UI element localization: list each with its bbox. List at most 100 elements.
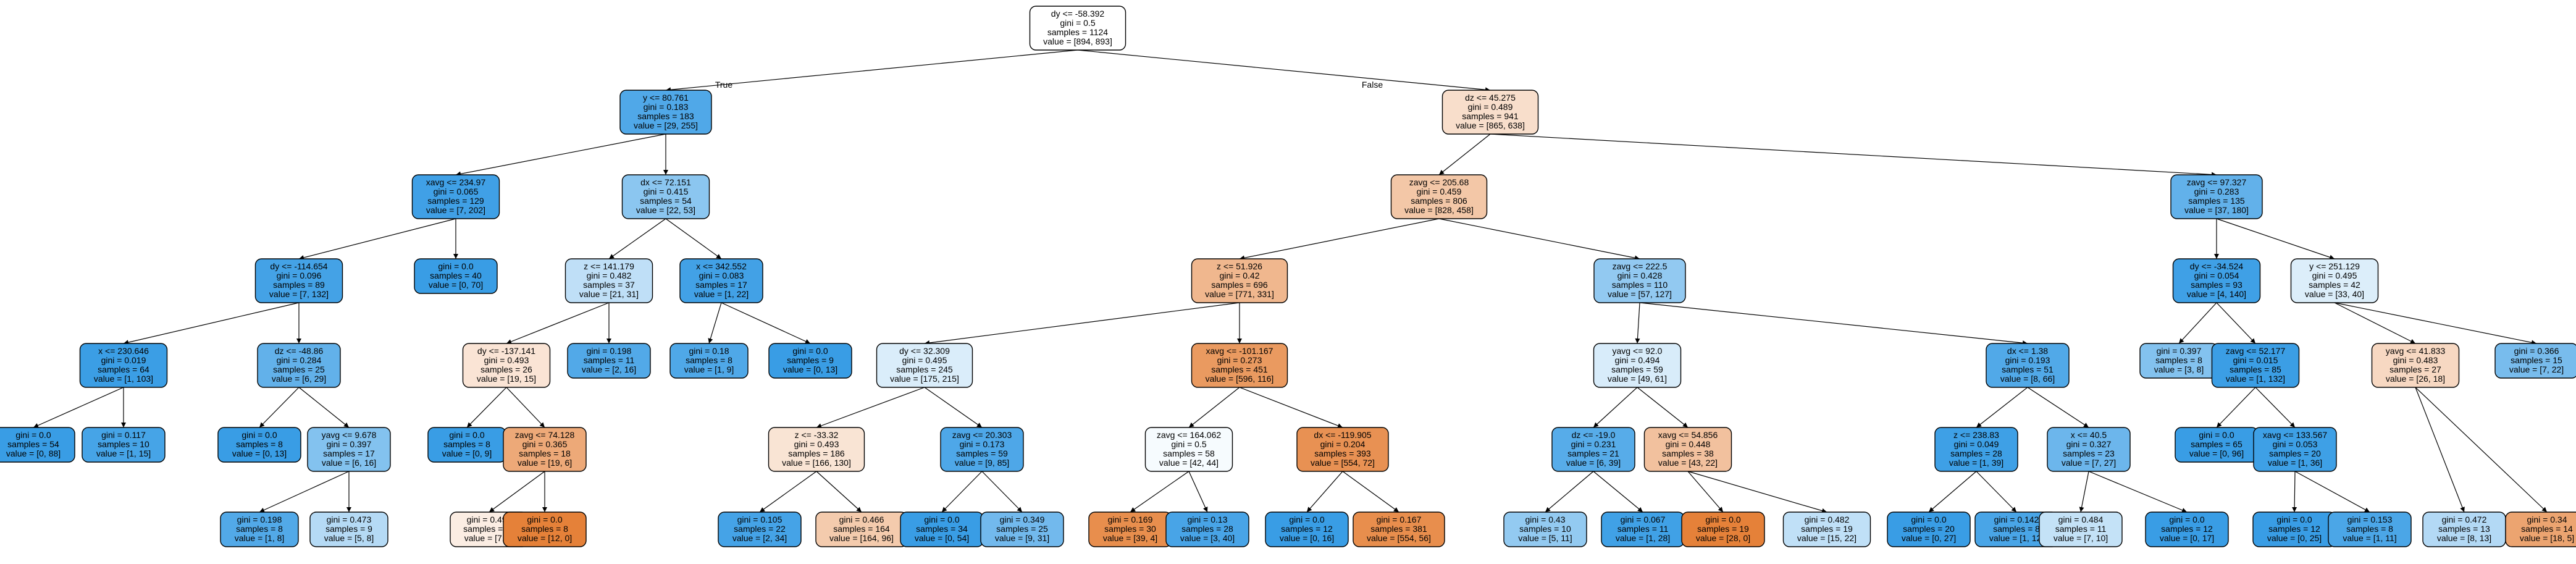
tree-node-line: gini = 0.484 [2058, 515, 2104, 524]
tree-node-box [254, 258, 343, 303]
tree-edge-arrowhead [805, 339, 810, 344]
tree-node-line: gini = 0.284 [277, 355, 322, 365]
tree-edge-group [2334, 302, 2416, 344]
tree-edge-arrowhead [1237, 339, 1242, 343]
tree-node-line: value = [0, 9] [442, 448, 492, 458]
tree-edge [759, 471, 817, 513]
tree-edge-group [1687, 471, 1724, 513]
tree-node-line: value = [3, 40] [1180, 533, 1235, 543]
tree-edge-arrowhead [708, 338, 713, 343]
tree-node-line: gini = 0.067 [1621, 515, 1666, 524]
tree-node-line: gini = 0.495 [902, 355, 947, 365]
tree-node-line: value = [0, 70] [429, 280, 483, 290]
tree-edge-group [2415, 387, 2548, 513]
tree-edge [2334, 302, 2416, 344]
tree-edge [2216, 302, 2256, 344]
tree-edge-arrowhead [121, 423, 126, 427]
tree-edge [1239, 218, 1440, 259]
tree-node-line: zavg <= 97.327 [2187, 177, 2247, 187]
tree-edge-arrowhead [1718, 507, 1723, 512]
tree-node-line: value = [49, 61] [1608, 374, 1667, 384]
tree-node-line: gini = 0.231 [1571, 439, 1616, 449]
branch-labels: True False [715, 80, 1383, 90]
tree-node-line: xavg <= 234.97 [426, 177, 486, 187]
tree-edge [608, 218, 666, 259]
tree-node-line: gini = 0.0 [438, 261, 473, 271]
tree-edge-arrowhead [539, 422, 545, 427]
tree-node-line: value = [33, 40] [2305, 289, 2364, 299]
tree-edge-group [1490, 133, 2217, 177]
tree-node-line: zavg <= 20.303 [952, 430, 1012, 440]
tree-edge-group [2178, 302, 2217, 344]
tree-edge [2415, 387, 2548, 513]
tree-node-box [1503, 511, 1587, 547]
tree-node-line: gini = 0.349 [1000, 515, 1045, 524]
tree-node-line: gini = 0.18 [689, 346, 729, 356]
tree-node-line: samples = 129 [427, 196, 484, 206]
tree-node-line: samples = 19 [1697, 524, 1749, 534]
tree-edge-group [259, 387, 300, 428]
tree-edge [941, 471, 983, 513]
tree-edge [2178, 302, 2217, 344]
tree-node-line: value = [1, 9] [684, 364, 734, 374]
tree-edge-group [1239, 218, 1440, 261]
tree-edge [259, 471, 350, 513]
tree-node-line: gini = 0.466 [839, 515, 884, 524]
tree-edge [506, 387, 545, 428]
tree-node-line: gini = 0.105 [737, 515, 782, 524]
tree-edge [1130, 471, 1189, 513]
tree-node-line: samples = 11 [1617, 524, 1669, 534]
tree-node-line: gini = 0.415 [644, 187, 689, 196]
tree-node-box [1934, 427, 2018, 472]
tree-node-box [980, 511, 1064, 547]
tree-edge-group [1928, 471, 1977, 513]
tree-edge [816, 387, 925, 428]
tree-node-line: value = [39, 4] [1103, 533, 1157, 543]
tree-edge-arrowhead [259, 422, 265, 427]
tree-edge-arrowhead [1439, 169, 1445, 175]
tree-node-line: value = [1, 103] [94, 374, 153, 384]
tree-edge [721, 302, 811, 344]
tree-node-line: dy <= -137.141 [477, 346, 535, 356]
tree-node-line: samples = 10 [1519, 524, 1571, 534]
tree-node-box [1986, 343, 2070, 388]
tree-node-line: dy <= -58.392 [1051, 9, 1105, 19]
tree-edge-group [2216, 387, 2256, 428]
tree-edge-group [759, 471, 817, 513]
tree-edge-group [663, 134, 668, 175]
tree-edge [924, 302, 1240, 344]
tree-node-line: samples = 12 [2161, 524, 2213, 534]
tree-node-box [1353, 511, 1445, 547]
tree-node-line: gini = 0.273 [1217, 355, 1262, 365]
tree-node-line: gini = 0.0 [2276, 515, 2312, 524]
tree-node-line: value = [1, 12] [1989, 533, 2044, 543]
tree-node-line: value = [19, 15] [477, 374, 536, 384]
tree-node-line: y <= 80.761 [643, 93, 689, 103]
tree-edge-group [2292, 471, 2297, 513]
tree-edge-group [1687, 471, 1827, 513]
tree-node-line: y <= 251.129 [2309, 261, 2360, 271]
tree-node-box [414, 258, 498, 294]
tree-edge-group [924, 387, 983, 428]
tree-node-line: dz <= 45.275 [1465, 93, 1516, 103]
tree-node-box [768, 427, 865, 472]
tree-edge [2255, 387, 2296, 428]
tree-node-line: value = [554, 56] [1367, 533, 1431, 543]
tree-node-box [1265, 511, 1349, 547]
tree-node-line: gini = 0.5 [1171, 439, 1206, 449]
tree-edge-arrowhead [609, 254, 615, 259]
tree-node-line: value = [175, 215] [890, 374, 959, 384]
